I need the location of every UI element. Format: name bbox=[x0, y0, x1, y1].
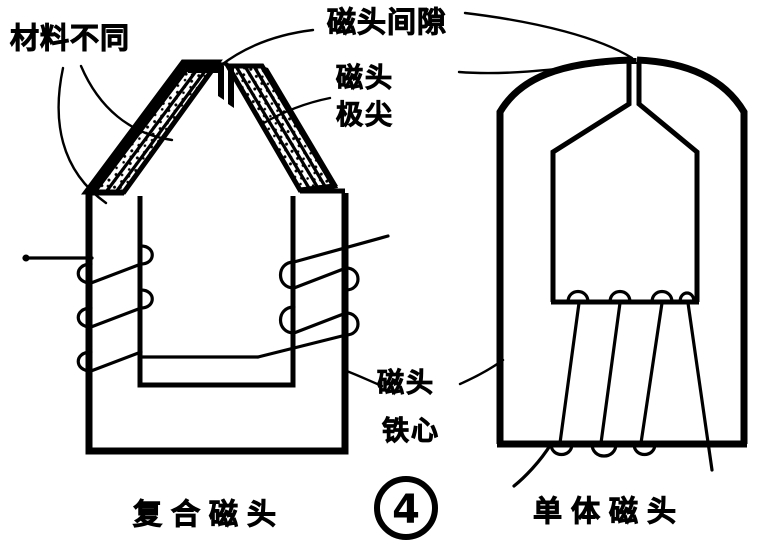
leader-core-right bbox=[458, 358, 505, 386]
leader-material-difference-a bbox=[57, 66, 108, 205]
label-head-pole-tip-line2: 极尖 bbox=[336, 100, 394, 131]
figure-number-badge: 4 bbox=[374, 476, 438, 540]
label-material-difference: 材料不同 bbox=[10, 21, 130, 55]
leader-pole-tip-right bbox=[457, 60, 622, 75]
coil-winding-right bbox=[138, 234, 390, 359]
label-head-core-line2: 铁心 bbox=[382, 416, 440, 447]
label-head-gap: 磁头间隙 bbox=[327, 5, 447, 39]
leader-core-left bbox=[342, 368, 384, 388]
right-diagram-monolithic-head bbox=[496, 56, 748, 488]
leader-lines bbox=[57, 11, 634, 388]
core-body-left bbox=[85, 188, 349, 455]
pole-tip-left bbox=[81, 59, 224, 195]
label-head-core-line1: 磁头 bbox=[377, 368, 435, 399]
caption-monolithic-head: 单体磁头 bbox=[533, 494, 685, 528]
leader-head-gap-right bbox=[463, 11, 634, 60]
leader-material-difference-b bbox=[79, 64, 174, 142]
label-head-pole-tip-line1: 磁头 bbox=[336, 63, 394, 94]
coil-winding-right-diagram bbox=[512, 289, 714, 488]
pole-pieces-right bbox=[550, 62, 700, 305]
figure-number: 4 bbox=[392, 487, 420, 533]
text-labels: 材料不同 磁头间隙 磁头 极尖 磁头 铁心 复合磁头 单体磁头 bbox=[10, 5, 685, 532]
coil-winding-left bbox=[22, 244, 154, 373]
leader-head-gap-left bbox=[218, 28, 315, 68]
caption-composite-head: 复合磁头 bbox=[133, 497, 285, 531]
pole-tip-right bbox=[223, 63, 339, 193]
left-diagram-composite-head bbox=[22, 59, 390, 455]
leader-pole-tip-left bbox=[260, 96, 332, 126]
